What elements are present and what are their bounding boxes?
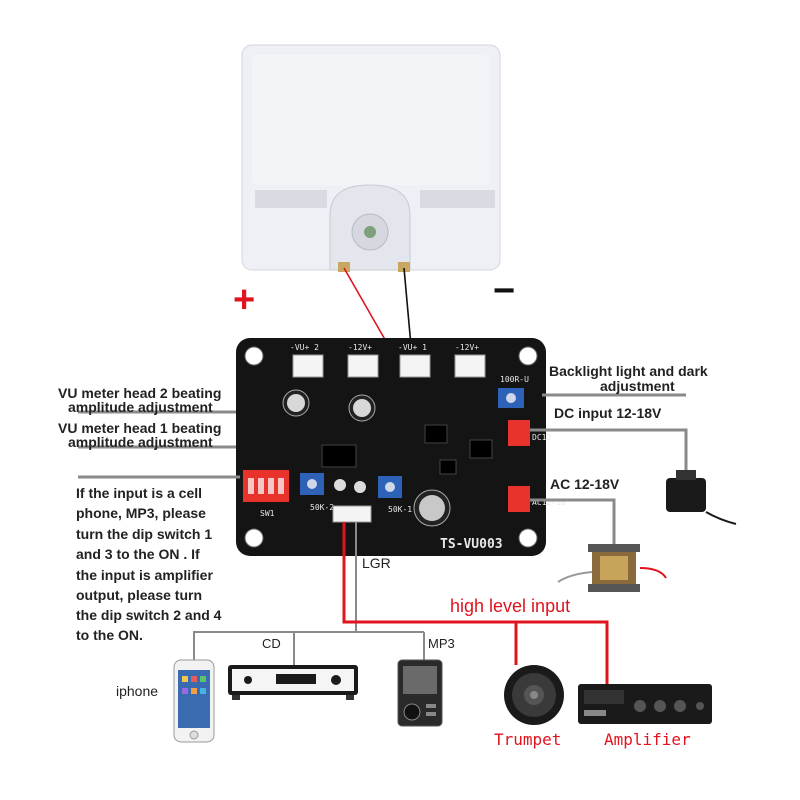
mp3-player-icon [397,659,443,727]
svg-text:100R-U: 100R-U [500,375,529,384]
connector-vu1: -VU+ 1 [398,343,431,378]
connector-12v-a: -12V+ [347,343,379,378]
callout-lines [78,393,688,548]
trumpet-label: Trumpet [494,730,561,749]
vu1-label-line2: amplitude adjustment [68,434,213,450]
vu1-label-line1: VU meter head 1 beating [58,420,221,436]
svg-text:to the ON.: to the ON. [76,627,143,643]
svg-text:-VU+ 1: -VU+ 1 [398,343,427,352]
meter-terminal-minus [398,262,410,272]
svg-text:the dip switch 2 and 4: the dip switch 2 and 4 [76,607,222,623]
pcb-board: -VU+ 2 -12V+ -VU+ 1 -12V+ 100R-U [236,338,566,556]
svg-text:50K-2: 50K-2 [310,503,334,512]
svg-text:DC12: DC12 [532,433,551,442]
svg-text:50K-1: 50K-1 [388,505,412,514]
vu2-label-line2: amplitude adjustment [68,399,213,415]
transformer-icon [557,544,667,592]
minus-symbol: − [493,270,515,312]
svg-text:AC12-18: AC12-18 [532,498,566,507]
vu-meter-housing [241,44,501,272]
speaker-icon [504,665,564,725]
svg-text:-VU+ 2: -VU+ 2 [290,343,319,352]
ac-input-label: AC 12-18V [550,476,620,492]
connector-12v-b: -12V+ [454,343,486,378]
signal-wires [193,522,609,684]
backlight-label-line1: Backlight light and dark [549,363,708,379]
vu2-label-line1: VU meter head 2 beating [58,385,221,401]
high-level-input-label: high level input [450,596,570,616]
dip-instructions: If the input is a cell phone, MP3, pleas… [76,485,222,643]
iphone-label: iphone [116,683,158,699]
plus-symbol: + [233,279,255,321]
amplifier-label: Amplifier [604,730,691,749]
dip-switch: SW1 [243,470,289,518]
svg-text:If the input is a cell: If the input is a cell [76,485,202,501]
svg-text:phone, MP3, please: phone, MP3, please [76,505,206,521]
iphone-icon [173,659,215,743]
ac-jack: AC12-18 [508,486,566,512]
svg-text:output, please turn: output, please turn [76,587,202,603]
cd-label: CD [262,636,281,651]
backlight-potentiometer: 100R-U [498,375,529,408]
svg-text:-12V+: -12V+ [455,343,479,352]
svg-text:the input is amplifier: the input is amplifier [76,567,213,583]
connector-vu2: -VU+ 2 [290,343,324,378]
vu1-potentiometer: 50K-1 [378,476,412,514]
svg-text:SW1: SW1 [260,509,275,518]
dc-input-label: DC input 12-18V [554,405,662,421]
svg-text:and 3 to the ON . If: and 3 to the ON . If [76,546,200,562]
power-adapter-icon [666,470,737,525]
mp3-label: MP3 [428,636,455,651]
pcb-model: TS-VU003 [440,537,503,552]
amplifier-icon [578,684,712,724]
meter-terminal-plus [338,262,350,272]
cd-player-icon [228,665,358,700]
lgr-label: LGR [362,555,391,571]
dc-jack: DC12 [508,420,551,446]
vu2-potentiometer: 50K-2 [300,473,334,512]
backlight-label-line2: adjustment [600,378,675,394]
svg-text:-12V+: -12V+ [348,343,372,352]
input-header [332,505,372,523]
svg-text:turn the dip switch 1: turn the dip switch 1 [76,526,212,542]
